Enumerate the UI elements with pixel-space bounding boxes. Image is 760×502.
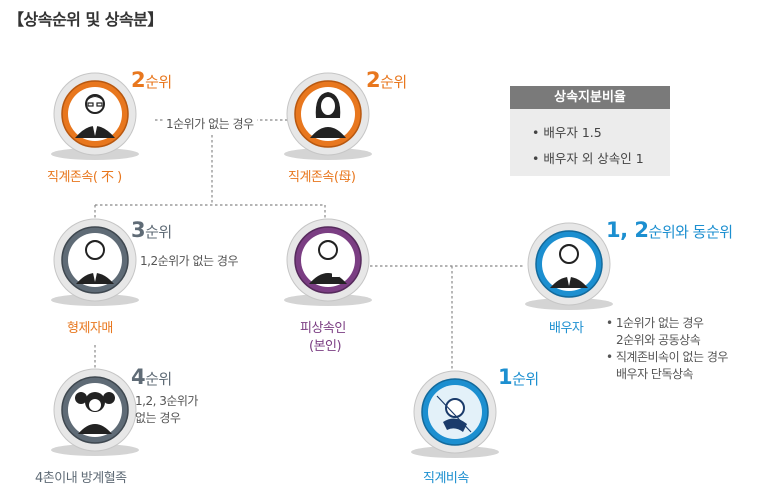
- rank-number: 1, 2: [606, 218, 649, 242]
- node-descendants: [403, 370, 508, 462]
- legend-item: • 배우자 외 상속인 1: [532, 148, 644, 167]
- rank-descendants: 1순위: [498, 365, 539, 389]
- rank-grandfather: 2순위: [131, 68, 172, 92]
- label-grandmother: 직계존속(母): [288, 166, 355, 185]
- rank-siblings: 3순위: [131, 218, 172, 242]
- baby-icon: [403, 370, 508, 462]
- note-no-123-rank: 1,2, 3순위가 없는 경우: [135, 393, 198, 427]
- spouse-note-line: 2순위와 공동상속: [606, 332, 728, 349]
- legend-item: • 배우자 1.5: [532, 122, 602, 141]
- rank-number: 2: [366, 68, 380, 92]
- rank-spouse: 1, 2순위와 동순위: [606, 218, 733, 242]
- rank-grandmother: 2순위: [366, 68, 407, 92]
- label-relatives: 4촌이내 방계혈족: [35, 467, 127, 486]
- label-siblings: 형제자매: [67, 317, 113, 336]
- spouse-note-line: 배우자 단독상속: [606, 366, 728, 383]
- spouse-note: • 1순위가 없는 경우 2순위와 공동상속 • 직계존비속이 없는 경우 배우…: [606, 315, 728, 383]
- rank-suffix: 순위와 동순위: [649, 223, 733, 241]
- rank-number: 3: [131, 218, 145, 242]
- spouse-note-line: • 직계존비속이 없는 경우: [606, 349, 728, 366]
- rank-suffix: 순위: [145, 223, 172, 241]
- note-line: 없는 경우: [135, 410, 198, 427]
- spouse-note-line: • 1순위가 없는 경우: [606, 315, 728, 332]
- rank-suffix: 순위: [380, 73, 407, 91]
- rank-number: 1: [498, 365, 512, 389]
- rank-relatives: 4순위: [131, 365, 172, 389]
- note-line: 1,2, 3순위가: [135, 393, 198, 410]
- node-deceased: [276, 218, 381, 310]
- label-spouse: 배우자: [549, 317, 583, 336]
- rank-suffix: 순위: [145, 370, 172, 388]
- rank-number: 4: [131, 365, 145, 389]
- rank-number: 2: [131, 68, 145, 92]
- label-grandfather: 직계존속( 不 ): [47, 166, 122, 185]
- inheritance-share-legend: 상속지분비율 • 배우자 1.5 • 배우자 외 상속인 1: [510, 86, 670, 176]
- label-descendants: 직계비속: [423, 467, 469, 486]
- rank-suffix: 순위: [512, 370, 539, 388]
- note-no-first-rank: 1순위가 없는 경우: [163, 116, 257, 133]
- label-deceased-sub: (본인): [309, 335, 341, 354]
- legend-title: 상속지분비율: [510, 86, 670, 109]
- man-with-badge-icon: [276, 218, 381, 310]
- note-no-first-second-rank: 1,2순위가 없는 경우: [140, 253, 238, 270]
- label-deceased: 피상속인: [300, 317, 346, 336]
- rank-suffix: 순위: [145, 73, 172, 91]
